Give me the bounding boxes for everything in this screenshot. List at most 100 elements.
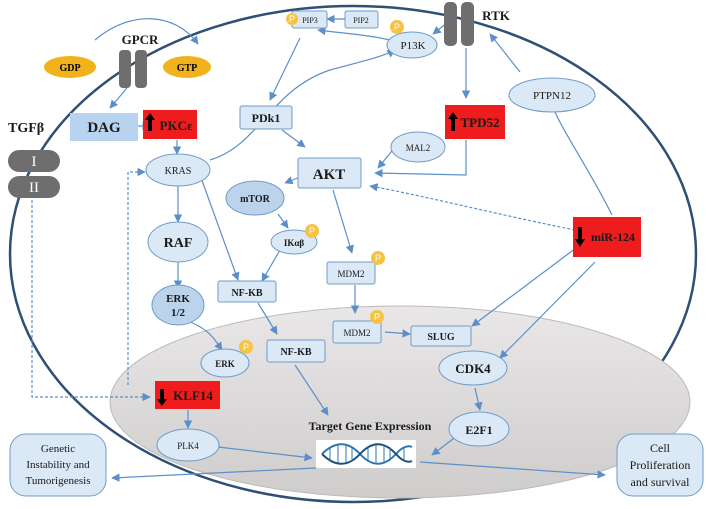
dna-icon <box>316 440 416 468</box>
klf14-box <box>155 381 220 409</box>
outcome-right-text: Cell Proliferation and survival <box>630 441 691 489</box>
arrow-gpcr-dag <box>109 87 128 109</box>
phospho-marks <box>239 13 404 354</box>
arrow-plk4-target <box>217 446 313 462</box>
outcome-right-line: and survival <box>631 475 691 489</box>
outcome-left-line: Genetic <box>41 443 75 455</box>
arrow-pip3-pdk1 <box>269 37 301 101</box>
tgfb-receptor-I <box>8 150 60 172</box>
mir124-label: miR-124 <box>591 230 635 244</box>
pip2-label: PIP2 <box>353 16 369 25</box>
outcome-right-box <box>616 433 704 497</box>
erk12-label-line2: 1/2 <box>171 307 186 319</box>
klf14-label: KLF14 <box>173 388 213 403</box>
up-arrow-icon <box>145 113 155 131</box>
arrow-target-right <box>419 461 606 479</box>
erk12-oval <box>151 284 205 326</box>
pip3-label: PIP3 <box>302 16 318 25</box>
receptor-II-label: II <box>29 180 39 196</box>
tpd52-label: TPD52 <box>461 115 500 130</box>
arrow-ptpn12-rtk <box>489 33 521 73</box>
pdk1-label: PDk1 <box>252 111 281 125</box>
phospho-pip3 <box>286 13 298 25</box>
mtor-oval <box>225 180 285 216</box>
ikab-label: IKαβ <box>284 238 305 248</box>
akt-box <box>297 157 362 189</box>
mdm2-cyto-label: MDM2 <box>337 269 364 279</box>
gpcr-receptor-left <box>119 50 131 88</box>
down-arrow-icon <box>575 227 585 247</box>
phospho-label: P <box>374 312 380 322</box>
erk-oval <box>200 348 250 378</box>
mtor-label: mTOR <box>240 194 271 205</box>
dag-box <box>70 113 138 141</box>
outcome-left-text: Genetic Instability and Tumorigenesis <box>26 443 91 487</box>
gpcr-receptor-right <box>135 50 147 88</box>
down-arrow-icon <box>157 389 167 406</box>
phospho-label: P <box>309 226 315 236</box>
nfkb-cyto-box <box>217 280 277 303</box>
target-label: Target Gene Expression <box>309 419 432 433</box>
rtk-receptor-right <box>461 2 474 46</box>
node-boxes <box>9 10 704 497</box>
arrow-cdk4-e2f1 <box>474 387 483 411</box>
tgfb-label: TGFβ <box>8 121 44 136</box>
outcome-right-line: Proliferation <box>630 458 691 472</box>
outcome-left-box <box>9 433 107 497</box>
arrow-tpd52-akt <box>374 140 467 178</box>
rtk-label: RTK <box>482 8 511 23</box>
phospho-label: P <box>394 22 400 32</box>
e2f1-label: E2F1 <box>465 423 492 437</box>
arrow-mtor-ikab <box>277 213 289 229</box>
phospho-label: P <box>375 253 381 263</box>
mdm2-nuc-box <box>332 320 382 344</box>
phospho-mdm2-nuc <box>370 310 384 324</box>
pdk1-box <box>239 105 293 130</box>
phospho-erk <box>239 340 253 354</box>
gtp-label: GTP <box>177 63 198 74</box>
gtp-oval <box>163 56 211 78</box>
raf-oval <box>147 221 209 263</box>
receptor-I-label: I <box>32 154 37 170</box>
nfkb-nuc-label: NF-KB <box>280 347 311 358</box>
tgfb-receptor-II <box>8 176 60 198</box>
mdm2-cyto-box <box>326 261 376 285</box>
nucleus <box>109 305 691 499</box>
gpcr-label: GPCR <box>122 32 159 47</box>
dag-label: DAG <box>87 120 121 136</box>
phospho-pi3k <box>390 20 404 34</box>
ptpn12-label: PTPN12 <box>533 90 571 102</box>
erk-label: ERK <box>215 359 235 369</box>
arrow-pi3k-pip3 <box>317 26 391 41</box>
gdp-oval <box>44 56 96 78</box>
arrow-target-left <box>111 467 317 482</box>
mir124-box <box>573 217 641 257</box>
pip2-box <box>344 10 379 29</box>
plk4-label: PLK4 <box>177 441 199 451</box>
pi3k-oval <box>386 31 438 59</box>
regulation-arrows <box>145 112 585 406</box>
cdk4-label: CDK4 <box>455 361 491 376</box>
ptpn12-oval <box>508 77 596 113</box>
arrow-mir-cdk4 <box>499 261 596 359</box>
pkce-label: PKCε <box>160 118 193 133</box>
phospho-ikab <box>305 224 319 238</box>
phospho-label: P <box>243 342 249 352</box>
pathway-arrows <box>31 14 613 482</box>
plk4-oval <box>156 428 220 462</box>
mdm2-nuc-label: MDM2 <box>343 328 370 338</box>
nfkb-nuc-box <box>266 339 326 363</box>
arrow-nfkb-nfkb <box>257 302 278 335</box>
outcome-right-line: Cell <box>650 441 671 455</box>
arrow-mdm2-slug <box>384 329 411 338</box>
arrow-klf14-kras <box>127 167 146 385</box>
phospho-label: P <box>289 14 295 24</box>
akt-label: AKT <box>313 167 346 183</box>
node-labels: PIP3 PIP2 P13K DAG PKCε PDk1 TPD52 PTPN1… <box>87 16 635 451</box>
arrow-nfkb-target <box>294 364 329 416</box>
arrow-gdp-gtp <box>94 18 199 45</box>
rtk-receptor-left <box>444 2 457 46</box>
outcome-left-line: Instability and <box>26 459 90 471</box>
mal2-label: MAL2 <box>406 143 431 153</box>
